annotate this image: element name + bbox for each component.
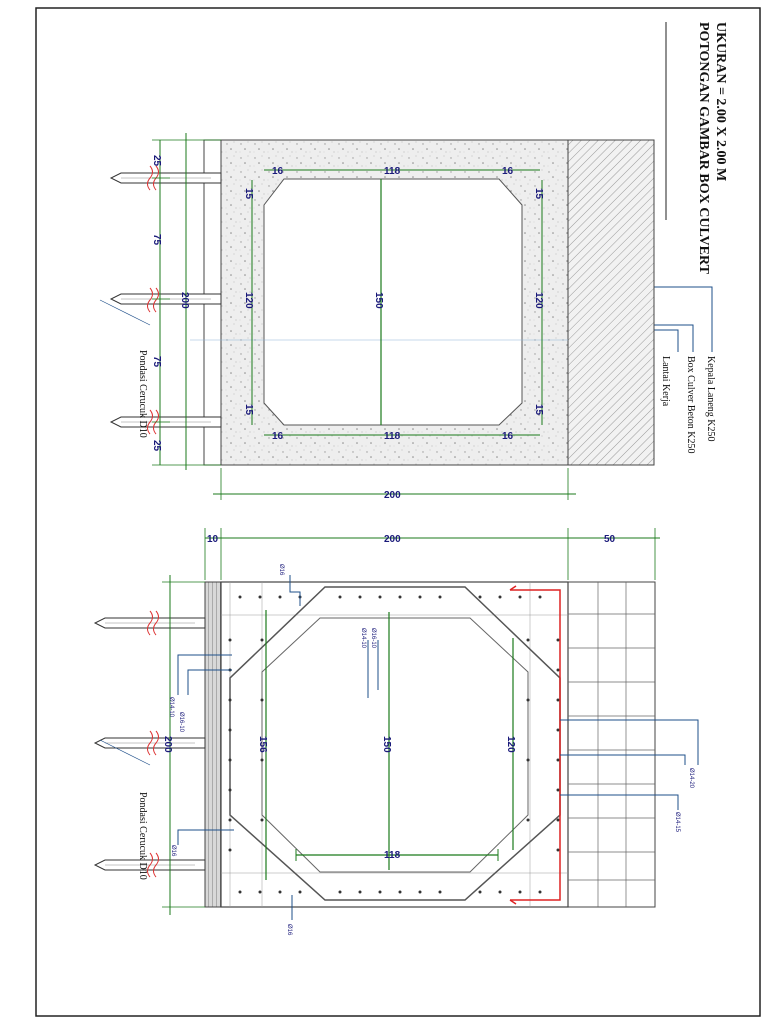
rebar-r3: Ø16-10 [178,712,184,733]
rebar-dots [228,595,560,894]
dim-height-156: 156 [257,736,268,753]
rebar-r2: Ø14-10 [168,697,174,718]
dim-pile-spacing-1: 75 [151,234,162,246]
title-line1: POTONGAN GAMBAR BOX CULVERT [696,22,711,275]
dim-wall-right: 120 [533,292,544,309]
dim-inner-width-top: 118 [384,166,401,177]
dim-haunch-tr: 16 [502,166,514,177]
rebar-r7: Ø14-15 [674,812,680,833]
dim-inner-height: 150 [373,292,384,309]
dim-side-tr: 15 [533,188,544,200]
bottom-reinforcement-view: 10 200 50 [94,528,699,936]
dim-haunch-tl: 16 [272,166,284,177]
dim-pile-edge-top: 25 [151,155,162,167]
dim-total-width: 200 [384,490,401,501]
rebar-r6: Ø14-20 [688,768,694,789]
title-block: POTONGAN GAMBAR BOX CULVERT UKURAN = 2.0… [665,22,728,275]
top-pile-label: Pondasi Cerucuk D10 [137,350,148,438]
legend-lantai: Lantai Kerja [660,356,671,407]
rebar-r1: Ø16 [278,564,284,576]
dim-haunch-bl: 16 [272,431,284,442]
legend-kepala: Kepala Laneng K250 [705,356,716,442]
dim-side-bl: 15 [243,404,254,416]
dim-wall-left: 120 [243,292,254,309]
dim-side-br: 15 [533,404,544,416]
dim-height-150: 150 [381,736,392,753]
rebar-r8: Ø16 [170,845,176,857]
title-line2: UKURAN = 2.00 X 2.00 M [713,22,728,181]
sheet-border [35,7,761,1017]
dim-pile-edge-bottom: 25 [151,440,162,452]
top-section-view: 25 75 75 25 200 Pondasi Cerucuk D10 16 1… [99,133,655,501]
dim-right-ext: 50 [604,534,616,545]
legend-box: Box Culver Beton K250 [685,356,696,454]
dim-inner-width-bottom: 118 [384,431,401,442]
dim-left-offset: 10 [207,534,219,545]
bottom-pile-label: Pondasi Cerucuk D10 [137,792,148,880]
dim-height-120: 120 [505,736,516,753]
dim-side-tl: 15 [243,188,254,200]
rebar-r5: Ø16-10 [370,628,376,649]
dim-pile-spacing-2: 75 [151,356,162,368]
dim-haunch-br: 16 [502,431,514,442]
rebar-r4: Ø14-10 [360,628,366,649]
rebar-r9: Ø16 [286,924,292,936]
dim-width-118: 118 [384,850,401,861]
dim-width-200: 200 [384,534,401,545]
dim-height-left: 200 [162,736,173,753]
dim-total-height: 200 [179,292,190,309]
